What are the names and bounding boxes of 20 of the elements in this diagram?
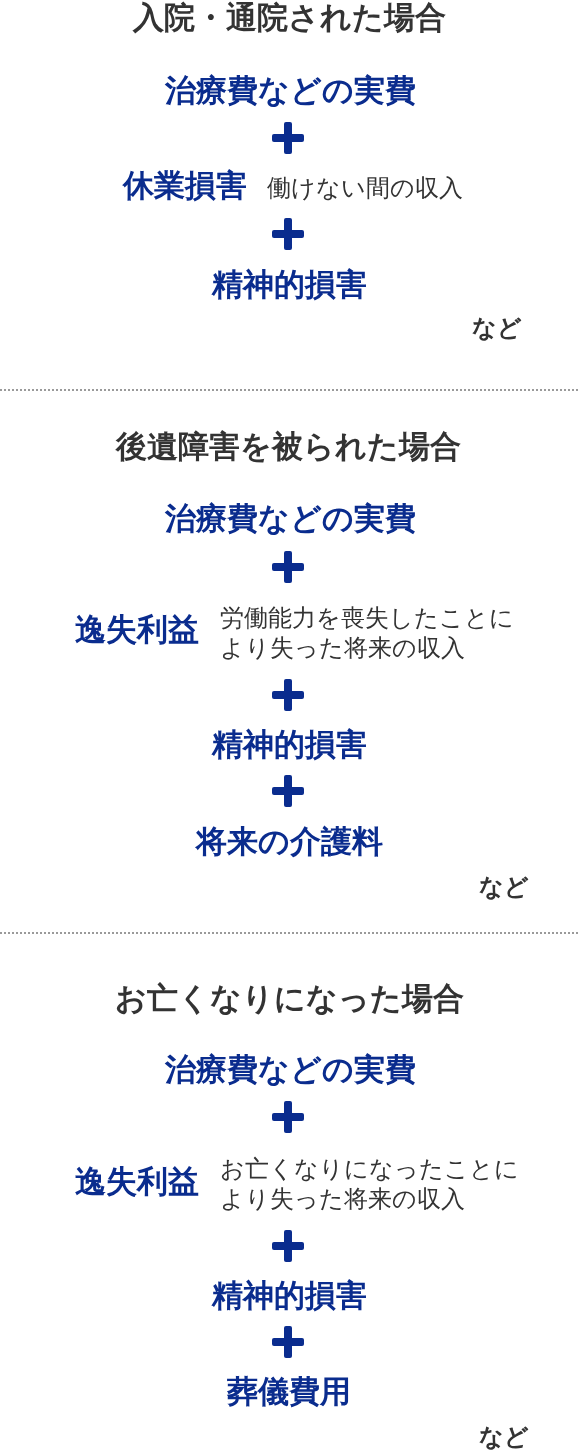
item-note: お亡くなりになったことにより失った将来の収入 <box>220 1154 520 1214</box>
damage-item: 精神的損害 <box>211 266 367 304</box>
item-note: 働けない間の収入 <box>267 173 463 203</box>
damage-item: 葬儀費用 <box>227 1373 351 1411</box>
damage-item: 逸失利益 <box>75 611 199 649</box>
damage-item: 精神的損害 <box>211 1277 367 1315</box>
damage-item: 逸失利益 <box>75 1163 199 1201</box>
damage-item: 治療費などの実費 <box>164 72 416 110</box>
etc-note: など <box>479 872 529 902</box>
etc-note: など <box>472 313 522 343</box>
section-heading: 入院・通院された場合 <box>132 0 446 37</box>
section-heading: お亡くなりになった場合 <box>114 980 464 1018</box>
etc-note: など <box>479 1422 529 1452</box>
damage-item: 将来の介護料 <box>195 823 383 861</box>
damage-item: 休業損害 <box>123 167 247 205</box>
item-note: 労働能力を喪失したことにより失った将来の収入 <box>220 603 515 663</box>
damage-item: 治療費などの実費 <box>164 500 416 538</box>
section-heading: 後遺障害を被られた場合 <box>115 428 461 466</box>
damage-item: 精神的損害 <box>211 726 367 764</box>
damage-item: 治療費などの実費 <box>164 1051 416 1089</box>
